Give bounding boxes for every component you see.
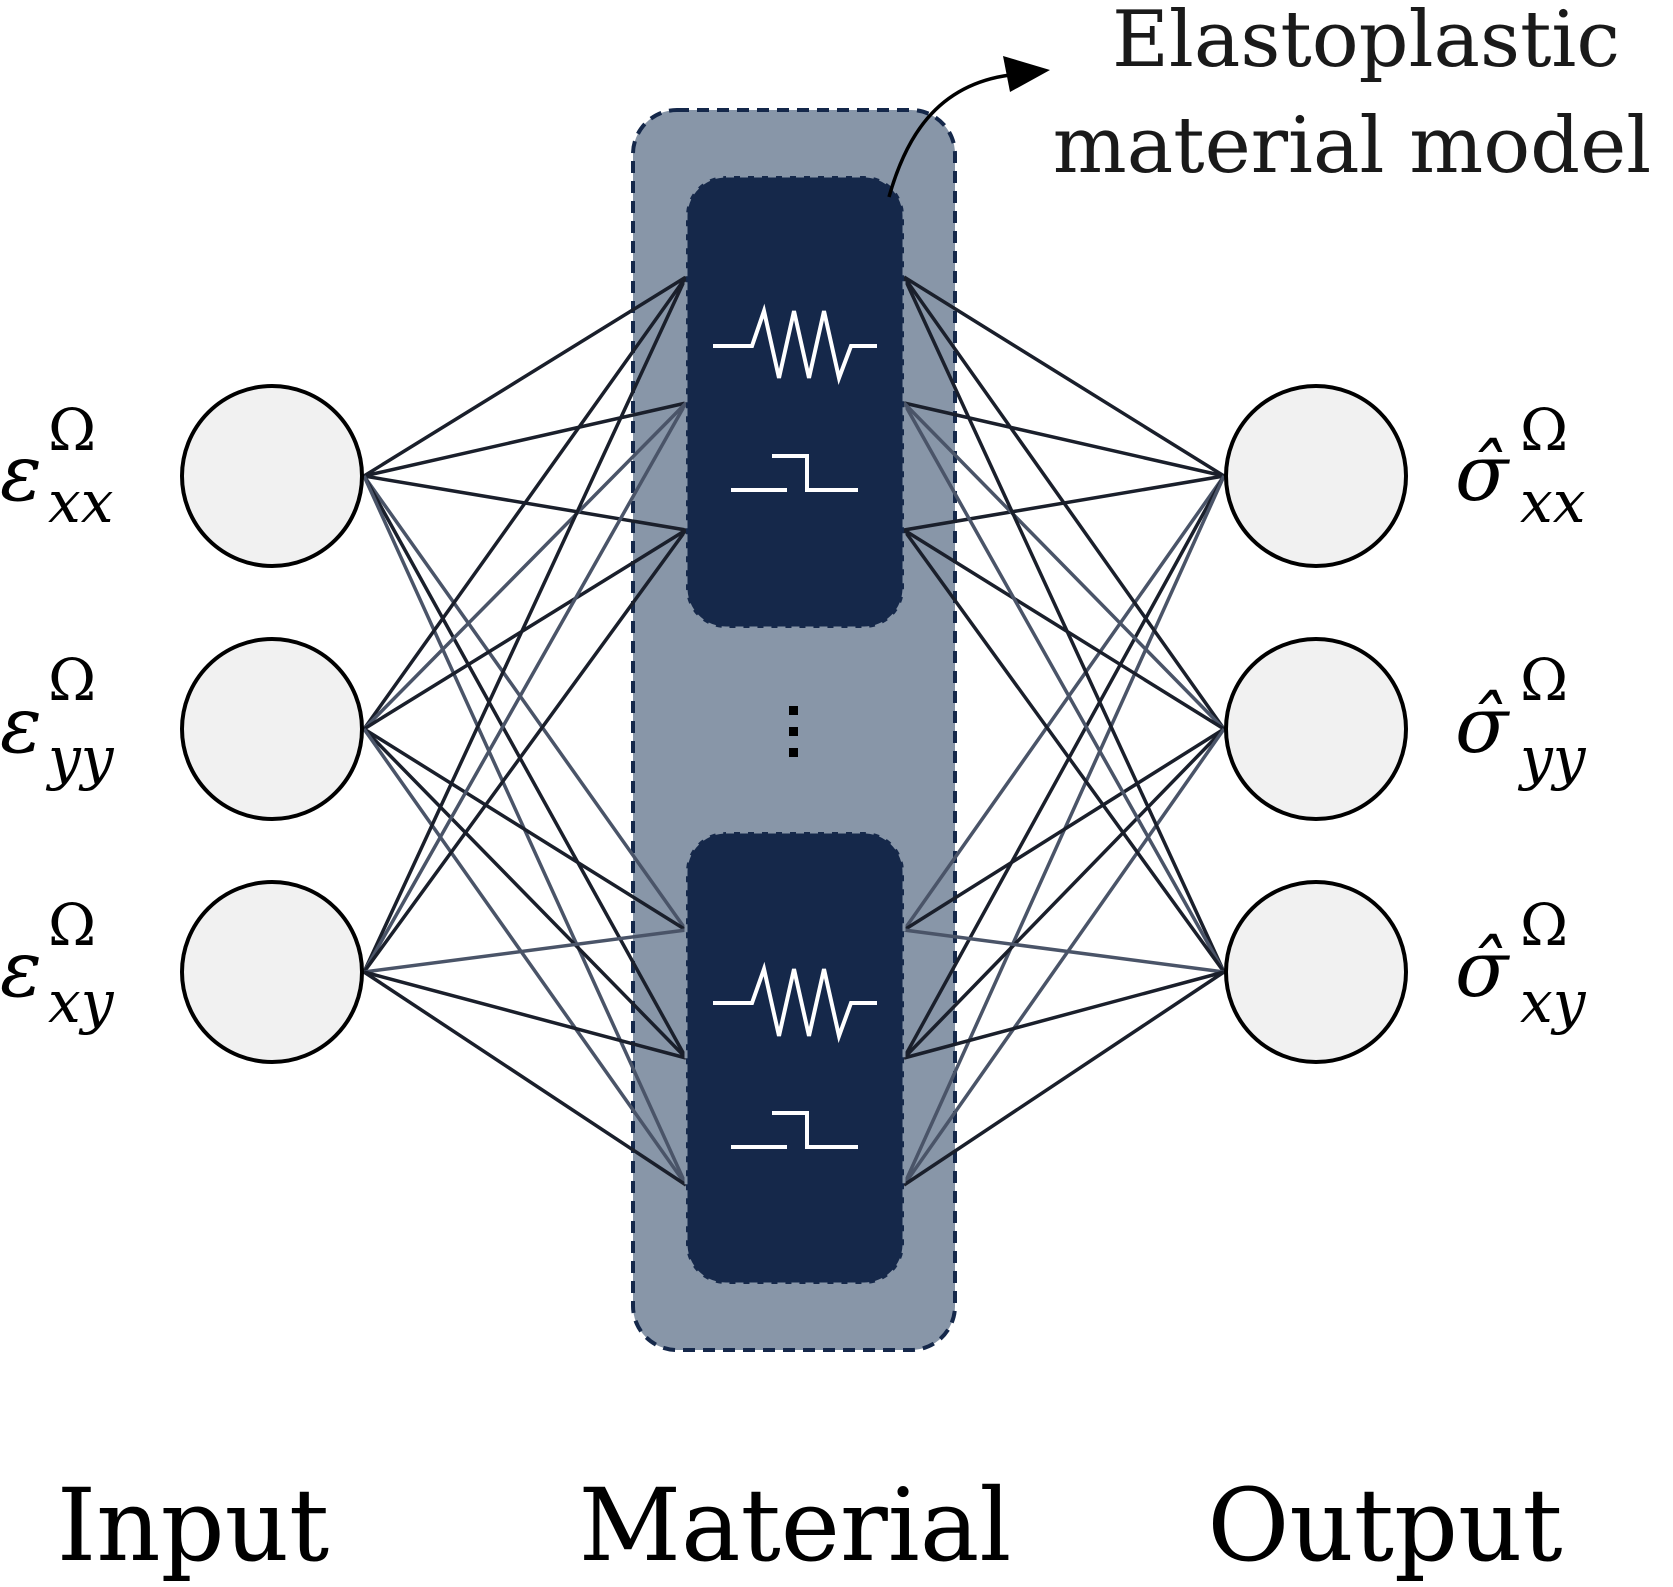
input-label-yy: ε Ω yy bbox=[0, 629, 121, 792]
edge-material-to-output bbox=[902, 275, 1226, 731]
edge-input-to-material bbox=[363, 727, 687, 932]
output-label-xy: σ̂ Ω xy bbox=[1455, 874, 1593, 1036]
annotation-line-2: material model bbox=[1053, 101, 1651, 191]
edge-material-to-output bbox=[902, 474, 1226, 932]
input-node-xy bbox=[180, 880, 364, 1064]
spring-icon bbox=[713, 961, 877, 1044]
edge-input-to-material bbox=[363, 528, 687, 731]
friction-slider-icon bbox=[731, 454, 858, 492]
edge-material-to-output bbox=[902, 475, 1226, 1059]
edge-input-to-material bbox=[362, 474, 688, 932]
edge-input-to-material bbox=[362, 402, 688, 973]
edge-input-to-material bbox=[362, 276, 688, 973]
column-title-material: Material bbox=[579, 1467, 1012, 1584]
friction-slider-icon bbox=[731, 1111, 858, 1149]
edge-material-to-output bbox=[902, 528, 1226, 974]
edge-input-to-material bbox=[363, 970, 687, 1060]
material-unit-bottom bbox=[684, 830, 906, 1286]
output-label-xx: σ̂ Ω xx bbox=[1455, 379, 1593, 536]
column-title-output: Output bbox=[1207, 1467, 1562, 1584]
column-title-input: Input bbox=[57, 1467, 330, 1584]
input-node-yy bbox=[180, 637, 364, 821]
edge-input-to-material bbox=[362, 528, 688, 974]
edge-input-to-material bbox=[362, 401, 688, 731]
connection-lines bbox=[362, 275, 1226, 1187]
edge-material-to-output bbox=[903, 727, 1225, 932]
edge-input-to-material bbox=[362, 475, 688, 1059]
edge-material-to-output bbox=[902, 276, 1226, 973]
input-label-xy: ε Ω xy bbox=[0, 874, 121, 1036]
edge-material-to-output bbox=[903, 928, 1225, 974]
edge-material-to-output bbox=[903, 970, 1225, 1060]
output-node-xx bbox=[1224, 384, 1408, 568]
material-unit-top bbox=[684, 174, 906, 630]
output-label-yy: σ̂ Ω yy bbox=[1455, 629, 1593, 792]
edge-input-to-material bbox=[362, 727, 688, 1187]
edge-input-to-material bbox=[363, 970, 687, 1187]
input-node-xx bbox=[180, 384, 364, 568]
arrow-head-icon bbox=[1003, 56, 1050, 92]
edge-material-to-output bbox=[902, 727, 1226, 1187]
annotation-arrow bbox=[887, 73, 1011, 198]
annotation-line-1: Elastoplastic bbox=[1112, 0, 1620, 85]
edge-material-to-output bbox=[903, 528, 1225, 731]
ellipsis-icon bbox=[789, 706, 798, 757]
edge-material-to-output bbox=[903, 275, 1225, 478]
edge-material-to-output bbox=[903, 401, 1225, 478]
spring-icon bbox=[713, 303, 877, 385]
edge-input-to-material bbox=[362, 727, 688, 1060]
edge-input-to-material bbox=[363, 275, 687, 478]
edge-material-to-output bbox=[902, 402, 1226, 973]
edge-input-to-material bbox=[363, 928, 687, 974]
edge-input-to-material bbox=[363, 401, 687, 478]
edge-material-to-output bbox=[902, 727, 1226, 1060]
edge-input-to-material bbox=[362, 275, 688, 731]
output-node-xy bbox=[1224, 880, 1408, 1064]
output-node-yy bbox=[1224, 637, 1408, 821]
edge-material-to-output bbox=[903, 970, 1225, 1187]
input-label-xx: ε Ω xx bbox=[0, 379, 121, 536]
edge-material-to-output bbox=[902, 401, 1226, 731]
